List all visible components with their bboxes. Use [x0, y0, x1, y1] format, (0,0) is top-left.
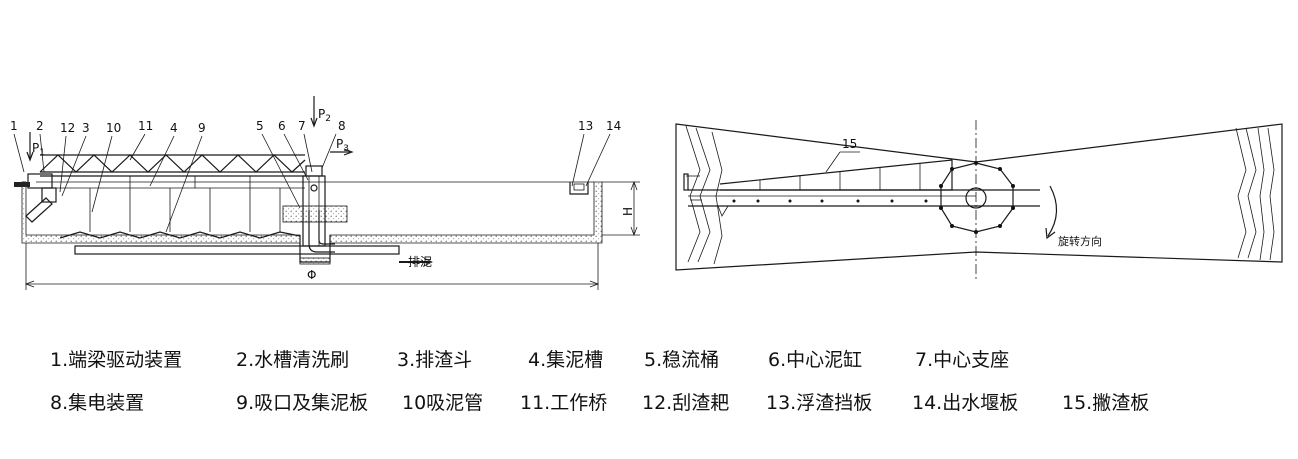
legend-item: 10吸泥管 — [402, 392, 484, 414]
legend-item: 13.浮渣挡板 — [766, 392, 873, 414]
legend-item: 4.集泥槽 — [528, 349, 604, 371]
discharge-label: 排泥 — [408, 255, 432, 269]
suction-plates — [59, 231, 301, 239]
legend-item: 6.中心泥缸 — [768, 349, 863, 371]
svg-text:10: 10 — [106, 121, 121, 135]
callout-2: 2 — [36, 119, 45, 173]
legend-item: 5.稳流桶 — [644, 349, 720, 371]
callout-1: 1 — [10, 119, 25, 173]
callout-11: 11 — [129, 119, 153, 161]
legend-item: 12.刮渣耙 — [642, 392, 730, 414]
legend-item: 15.撇渣板 — [1062, 392, 1150, 414]
collector — [305, 165, 323, 192]
callout-5: 5 — [256, 119, 301, 209]
svg-text:11: 11 — [138, 119, 153, 133]
svg-text:13: 13 — [578, 119, 593, 133]
skimmer-board — [717, 159, 953, 217]
legend-item: 1.端梁驱动装置 — [50, 349, 183, 371]
plan-view: 旋转方向 15 — [675, 120, 1283, 282]
svg-text:3: 3 — [82, 121, 90, 135]
technical-drawing: 排泥 — [10, 96, 1283, 290]
working-bridge — [39, 154, 306, 189]
svg-text:1: 1 — [10, 119, 18, 133]
svg-text:P1: P1 — [32, 141, 45, 158]
legend-item: 11.工作桥 — [520, 392, 608, 414]
central-drum — [939, 161, 1015, 234]
height-label: H — [621, 207, 635, 216]
legend-item: 7.中心支座 — [915, 349, 1010, 371]
diameter-label: Φ — [307, 268, 316, 282]
end-beam-drive — [14, 173, 57, 223]
callout-14: 14 — [585, 119, 621, 187]
svg-text:14: 14 — [606, 119, 621, 133]
left-grating — [685, 125, 723, 265]
suction-tubes — [89, 188, 281, 232]
svg-text:6: 6 — [278, 119, 286, 133]
stilling-well — [282, 205, 348, 223]
section-view: 排泥 — [10, 96, 640, 290]
callout-13: 13 — [571, 119, 593, 187]
callout-15: 15 — [825, 137, 860, 173]
svg-text:P2: P2 — [318, 107, 331, 124]
rotation-label: 旋转方向 — [1058, 234, 1102, 248]
svg-text:7: 7 — [298, 119, 306, 133]
svg-text:4: 4 — [170, 121, 178, 135]
svg-text:5: 5 — [256, 119, 264, 133]
callout-6: 6 — [278, 119, 309, 181]
central-pit — [299, 235, 331, 265]
suction-pipe — [308, 210, 335, 253]
height-dimension: H — [602, 180, 640, 237]
force-p2: P2 — [310, 96, 331, 128]
svg-text:8: 8 — [338, 119, 346, 133]
callout-8: 8 — [321, 119, 346, 169]
callout-9: 9 — [165, 121, 206, 233]
callout-4: 4 — [149, 121, 178, 187]
tank-outline — [675, 123, 1283, 271]
legend-item: 2.水槽清洗刷 — [236, 349, 350, 371]
callout-3: 3 — [61, 121, 90, 197]
legend-item: 8.集电装置 — [50, 392, 145, 414]
svg-text:15: 15 — [842, 137, 857, 151]
outlet-weir — [569, 182, 589, 195]
force-p3: P3 — [330, 137, 354, 156]
right-grating — [1235, 127, 1275, 261]
svg-text:9: 9 — [198, 121, 206, 135]
legend-item: 3.排渣斗 — [397, 349, 473, 371]
svg-text:2: 2 — [36, 119, 44, 133]
discharge-pipe — [74, 245, 400, 255]
callout-12: 12 — [59, 121, 75, 193]
svg-text:12: 12 — [60, 121, 75, 135]
legend-item: 14.出水堰板 — [912, 392, 1019, 414]
callout-7: 7 — [298, 119, 313, 173]
svg-text:P3: P3 — [336, 137, 349, 154]
rotation-arrow: 旋转方向 — [1045, 185, 1102, 248]
diameter-dimension: Φ — [24, 243, 600, 290]
legend-item: 9.吸口及集泥板 — [236, 392, 369, 414]
callout-10: 10 — [91, 121, 121, 213]
